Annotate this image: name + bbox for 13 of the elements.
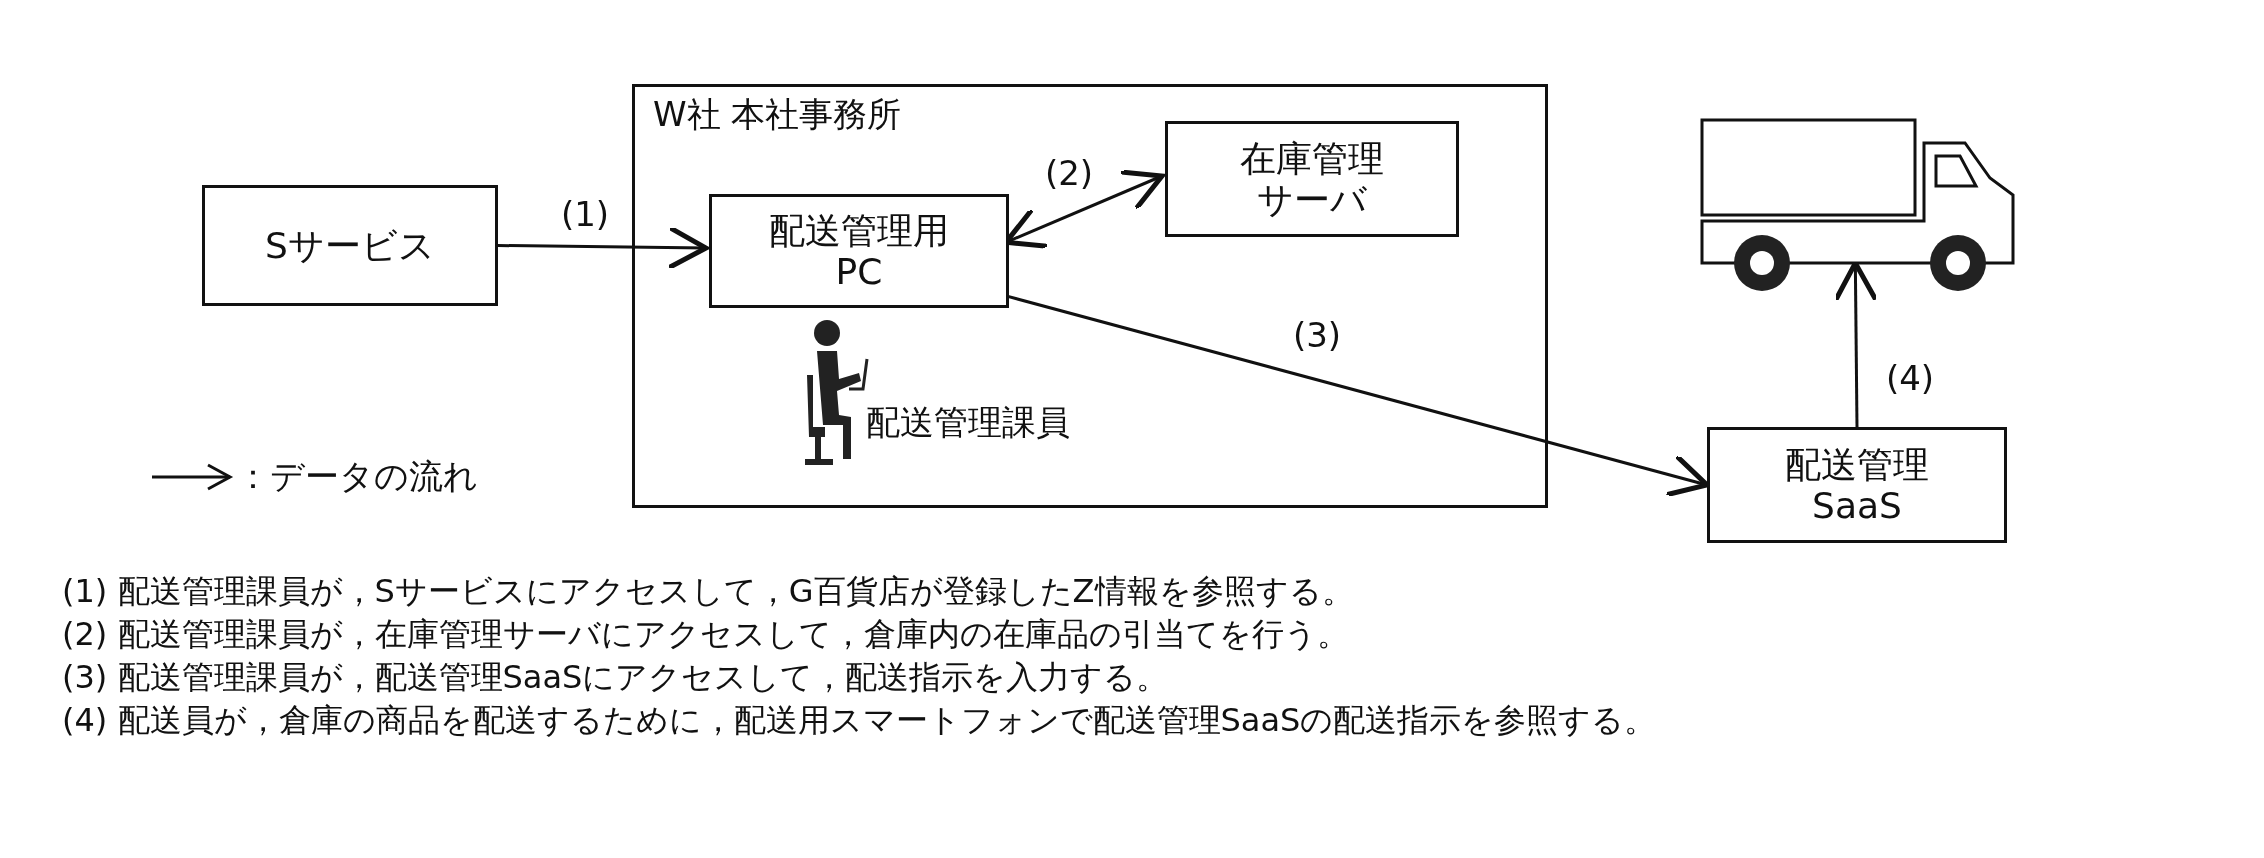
process-box: 配送管理用PC (709, 194, 1009, 308)
group-title: W社 本社事務所 (653, 95, 902, 135)
server-box: 在庫管理サーバ (1165, 121, 1459, 237)
note-text: (3) 配送管理課員が，配送管理SaaSにアクセスして，配送指示を入力する。 (62, 657, 1170, 698)
office-frame (632, 84, 1548, 508)
legend-text: ：データの流れ (236, 455, 478, 498)
role-label: 配送管理課員 (866, 403, 1070, 443)
arrow (497, 225, 709, 271)
process-box: 配送管理SaaS (1707, 427, 2007, 543)
note-text: (1) 配送管理課員が，Sサービスにアクセスして，G百貨店が登録したZ情報を参照する。 (62, 571, 1355, 612)
note-text: (2) 配送管理課員が，在庫管理サーバにアクセスして，倉庫内の在庫品の引当てを行う。 (62, 614, 1350, 655)
note-text: (4) 配送員が，倉庫の商品を配送するために，配送用スマートフォンで配送管理SaaSの配送指示を参照する。 (62, 700, 1658, 741)
process-box: Sサービス (202, 185, 498, 306)
